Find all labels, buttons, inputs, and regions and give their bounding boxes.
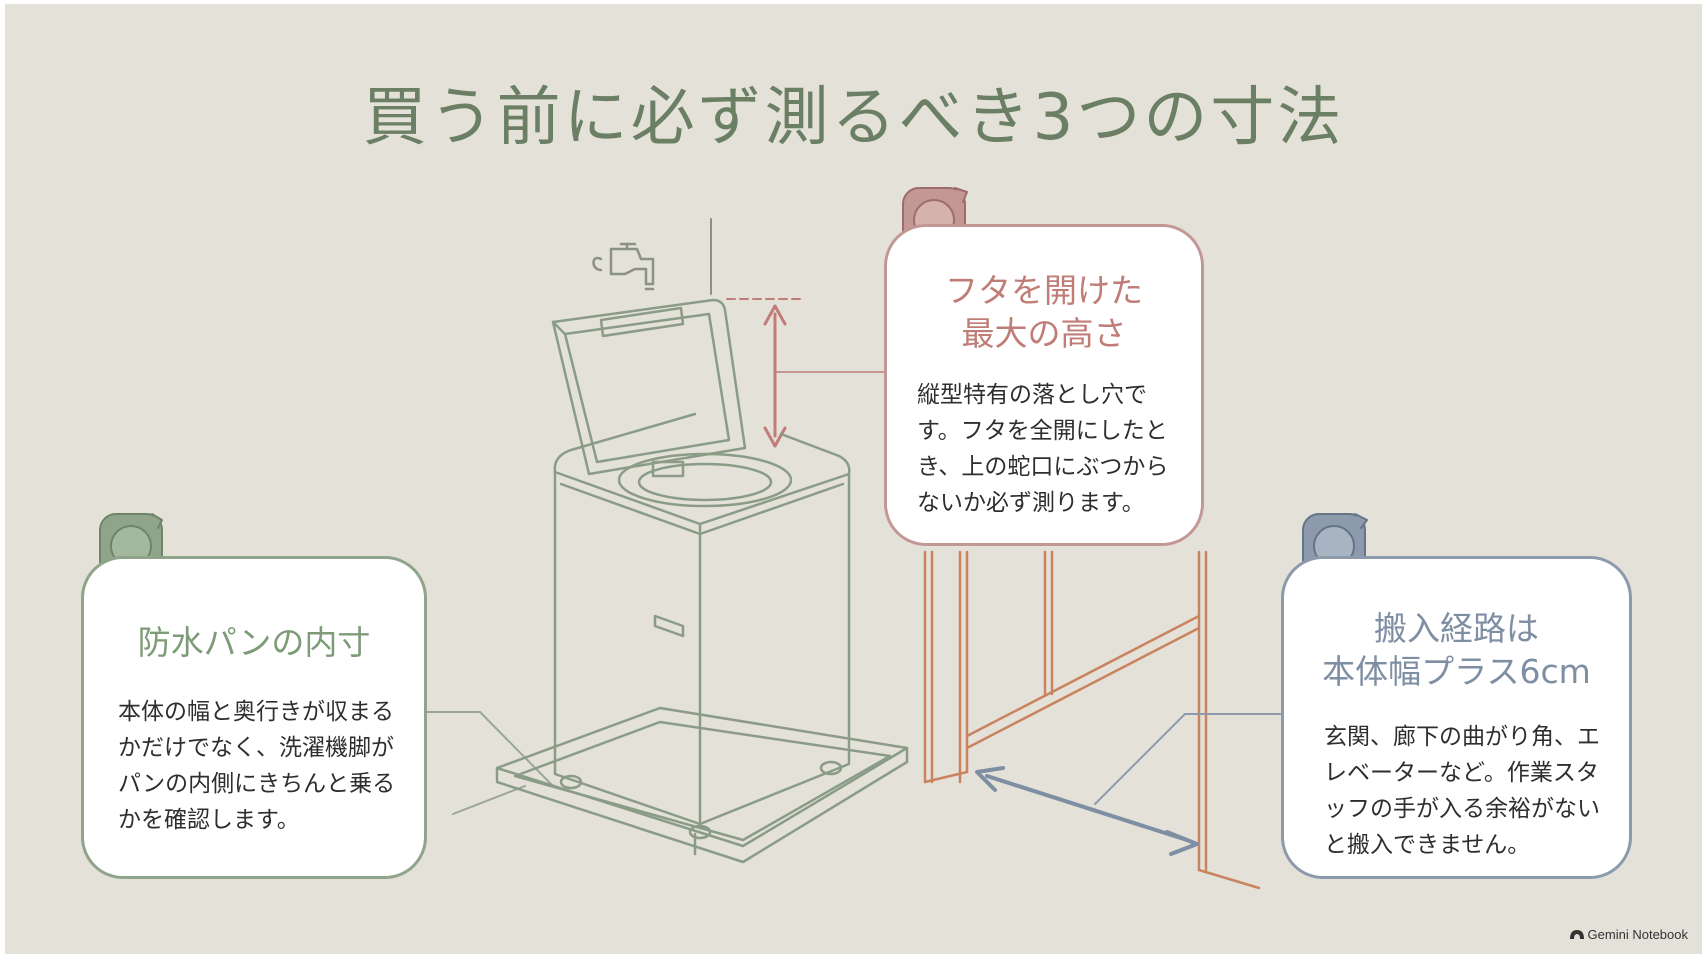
card-pan-heading: 防水パンの内寸 [137, 623, 371, 662]
corridor-walls [923, 550, 1261, 890]
card-route-body: 玄関、廊下の曲がり角、エレベーターなど。作業スタッフの手が入る余裕がないと搬入で… [1324, 724, 1600, 858]
card-delivery-route: 搬入経路は 本体幅プラス6cm 玄関、廊下の曲がり角、エレベーターなど。作業スタ… [1281, 556, 1632, 879]
faucet-icon [592, 242, 655, 291]
card-route-heading-line2: 本体幅プラス6cm [1322, 652, 1591, 691]
double-arrow-icon [975, 766, 1199, 856]
card-pan-body: 本体の幅と奥行きが収まるかだけでなく、洗濯機脚がパンの内側にきちんと乗るかを確認… [118, 699, 396, 833]
card-lid-height: フタを開けた 最大の高さ 縦型特有の落とし穴です。フタを全開にしたとき、上の蛇口… [884, 224, 1204, 546]
washing-machine-illustration [495, 298, 909, 864]
branding: Gemini Notebook [1569, 927, 1688, 942]
height-dimension [726, 298, 806, 448]
card-lid-body: 縦型特有の落とし穴です。フタを全開にしたとき、上の蛇口にぶつからないか必ず測りま… [917, 382, 1169, 516]
card-pan-dimensions: 防水パンの内寸 本体の幅と奥行きが収まるかだけでなく、洗濯機脚がパンの内側にきち… [81, 556, 427, 879]
card-route-heading-line1: 搬入経路は [1374, 609, 1539, 648]
card-lid-heading-line1: フタを開けた [945, 271, 1143, 310]
infographic-canvas: 買う前に必ず測るべき3つの寸法 [5, 4, 1702, 954]
card-lid-heading-line2: 最大の高さ [961, 314, 1127, 353]
card-lid-heading: フタを開けた 最大の高さ [887, 269, 1201, 355]
notebook-logo-icon [1569, 930, 1584, 939]
branding-label: Gemini Notebook [1587, 927, 1688, 942]
page-title: 買う前に必ず測るべき3つの寸法 [362, 81, 1345, 155]
card-route-heading: 搬入経路は 本体幅プラス6cm [1284, 607, 1629, 693]
